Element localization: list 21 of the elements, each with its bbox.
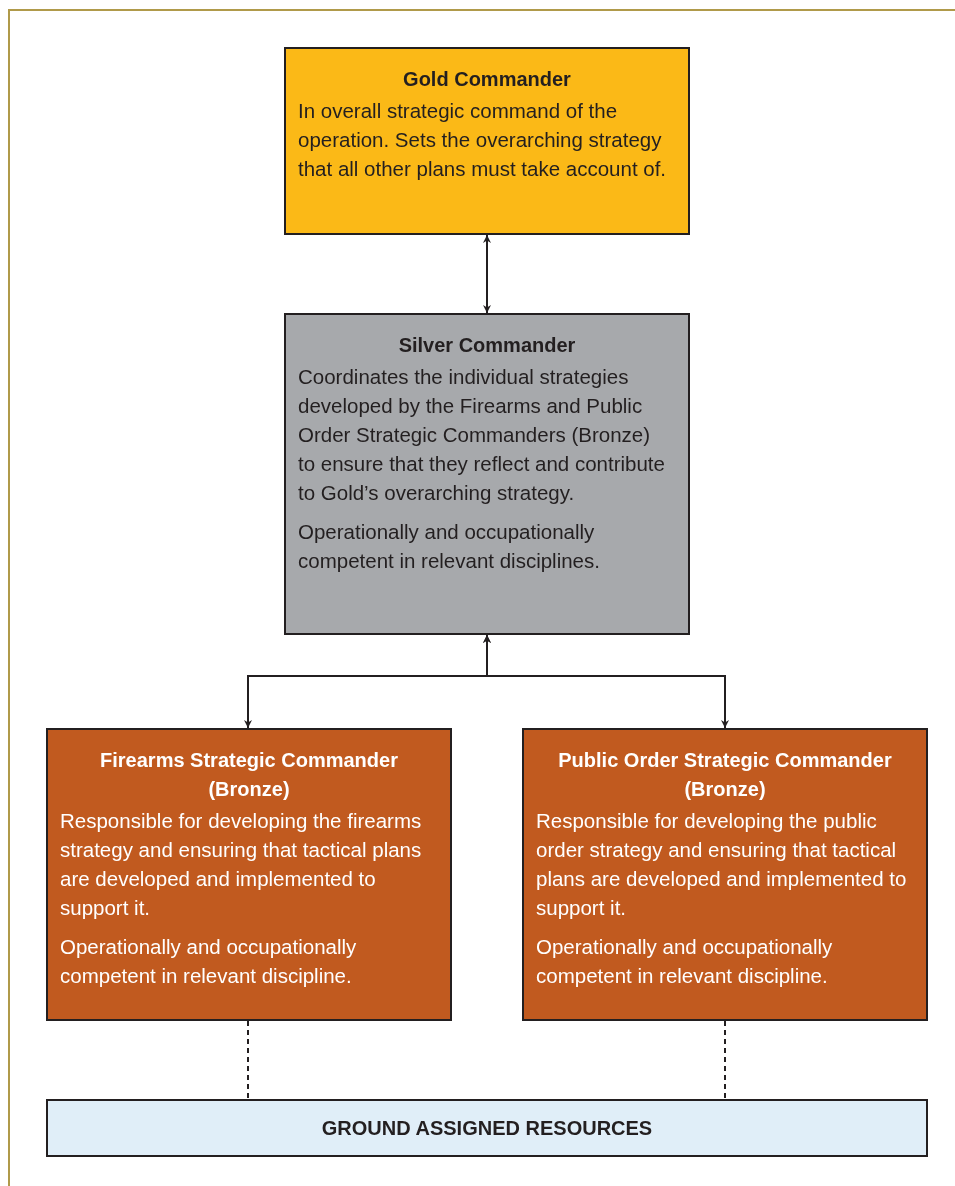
resources-box: [46, 1099, 928, 1157]
commander-box: [284, 47, 690, 235]
box-description: In overall strategic command of the operation. Sets the overarching strategy that all other plans must take account of.: [298, 98, 668, 182]
box-description: Operationally and occupationally competent in relevant discipline.: [536, 934, 834, 989]
dashed-connector: [247, 1020, 249, 1100]
dashed-connector: [724, 1020, 726, 1100]
box-heading: Gold Commander: [402, 67, 572, 92]
box-description: Operationally and occupationally competent in relevant disciplines.: [298, 519, 601, 574]
box-heading: GROUND ASSIGNED RESOURCES: [321, 1115, 653, 1141]
commander-box: [46, 728, 452, 1021]
commander-box: [284, 313, 690, 635]
box-heading: Silver Commander: [397, 333, 577, 358]
box-description: Responsible for developing the firearms strategy and ensuring that tactical plans are developed and implemented to support it.: [60, 808, 423, 921]
box-description: Responsible for developing the public order strategy and ensuring that tactical plans are developed and implemented to support it.: [536, 808, 908, 921]
arrow: [483, 634, 729, 729]
commander-box: [522, 728, 928, 1021]
box-description: Coordinates the individual strategies developed by the Firearms and Public Order Strategic Commanders (Bronze) to ensure that they reflect and contribute to Gold’s overarching strategy.: [298, 364, 666, 506]
box-description: Operationally and occupationally competent in relevant discipline.: [60, 934, 358, 989]
box-heading: Public Order Strategic Commander (Bronze): [557, 748, 893, 802]
arrow: [483, 234, 491, 314]
box-heading: Firearms Strategic Commander (Bronze): [99, 748, 399, 802]
